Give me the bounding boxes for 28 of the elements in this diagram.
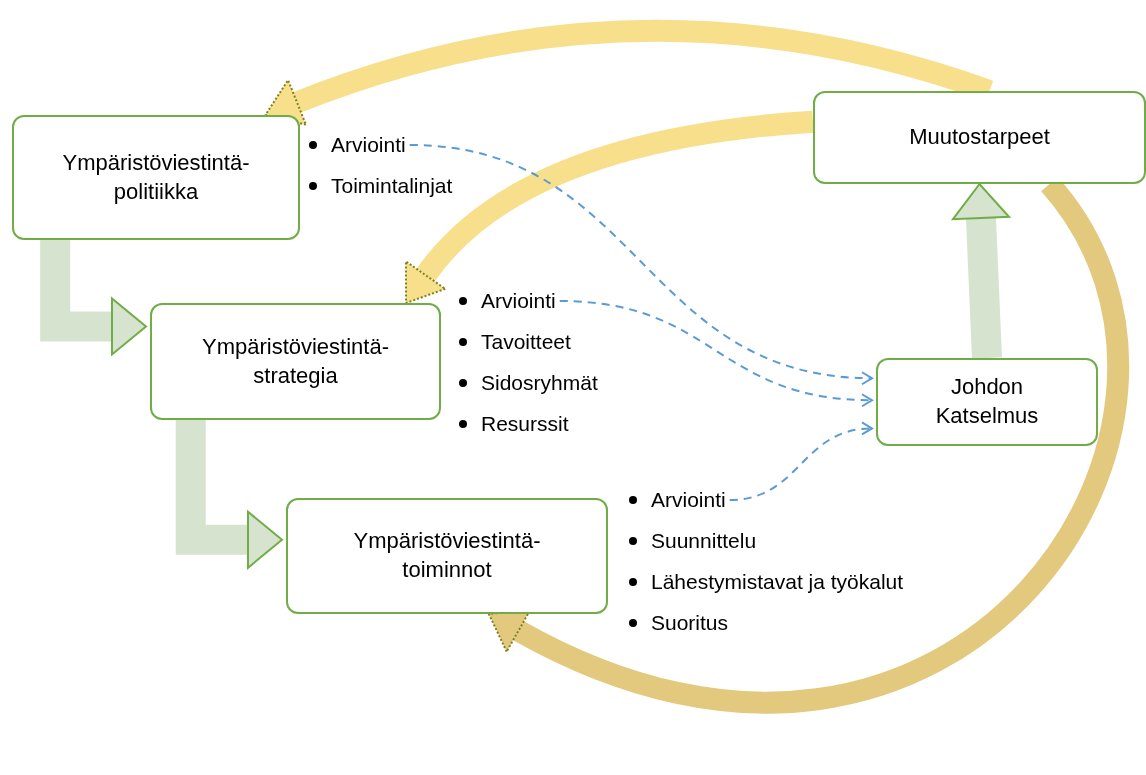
bullet-item: Suunnittelu <box>625 528 757 554</box>
block-arrow <box>175 420 283 569</box>
dashed-arrow <box>558 300 873 407</box>
dashed-arrow <box>408 144 873 385</box>
bullet-item: Arviointi <box>305 132 406 158</box>
bullet-item: Arviointi <box>625 487 726 513</box>
bullet-item: Sidosryhmät <box>455 370 598 396</box>
process-box <box>150 303 441 420</box>
bullet-item: Lähestymistavat ja työkalut <box>625 569 904 595</box>
process-box <box>286 498 608 614</box>
dashed-arrow <box>728 422 873 501</box>
process-box <box>12 115 300 240</box>
process-box <box>876 358 1098 446</box>
bullet-item: Toimintalinjat <box>305 173 453 199</box>
bullet-item: Suoritus <box>625 610 729 636</box>
box-label: Ympäristöviestintä-strategia <box>200 332 391 390</box>
block-arrow <box>952 183 1010 359</box>
box-label: Muutostarpeet <box>909 123 1050 152</box>
block-arrow <box>40 240 147 356</box>
bullet-item: Tavoitteet <box>455 329 571 355</box>
box-label: Ympäristöviestintä-politiikka <box>61 148 251 206</box>
curved-arrow <box>403 110 814 303</box>
curved-arrow <box>264 19 993 126</box>
bullet-item: Arviointi <box>455 288 556 314</box>
process-box <box>813 91 1146 184</box>
bullet-item: Resurssit <box>455 411 569 437</box>
box-label: Ympäristöviestintä-toiminnot <box>352 527 542 584</box>
box-label: Johdon Katselmus <box>934 373 1040 430</box>
